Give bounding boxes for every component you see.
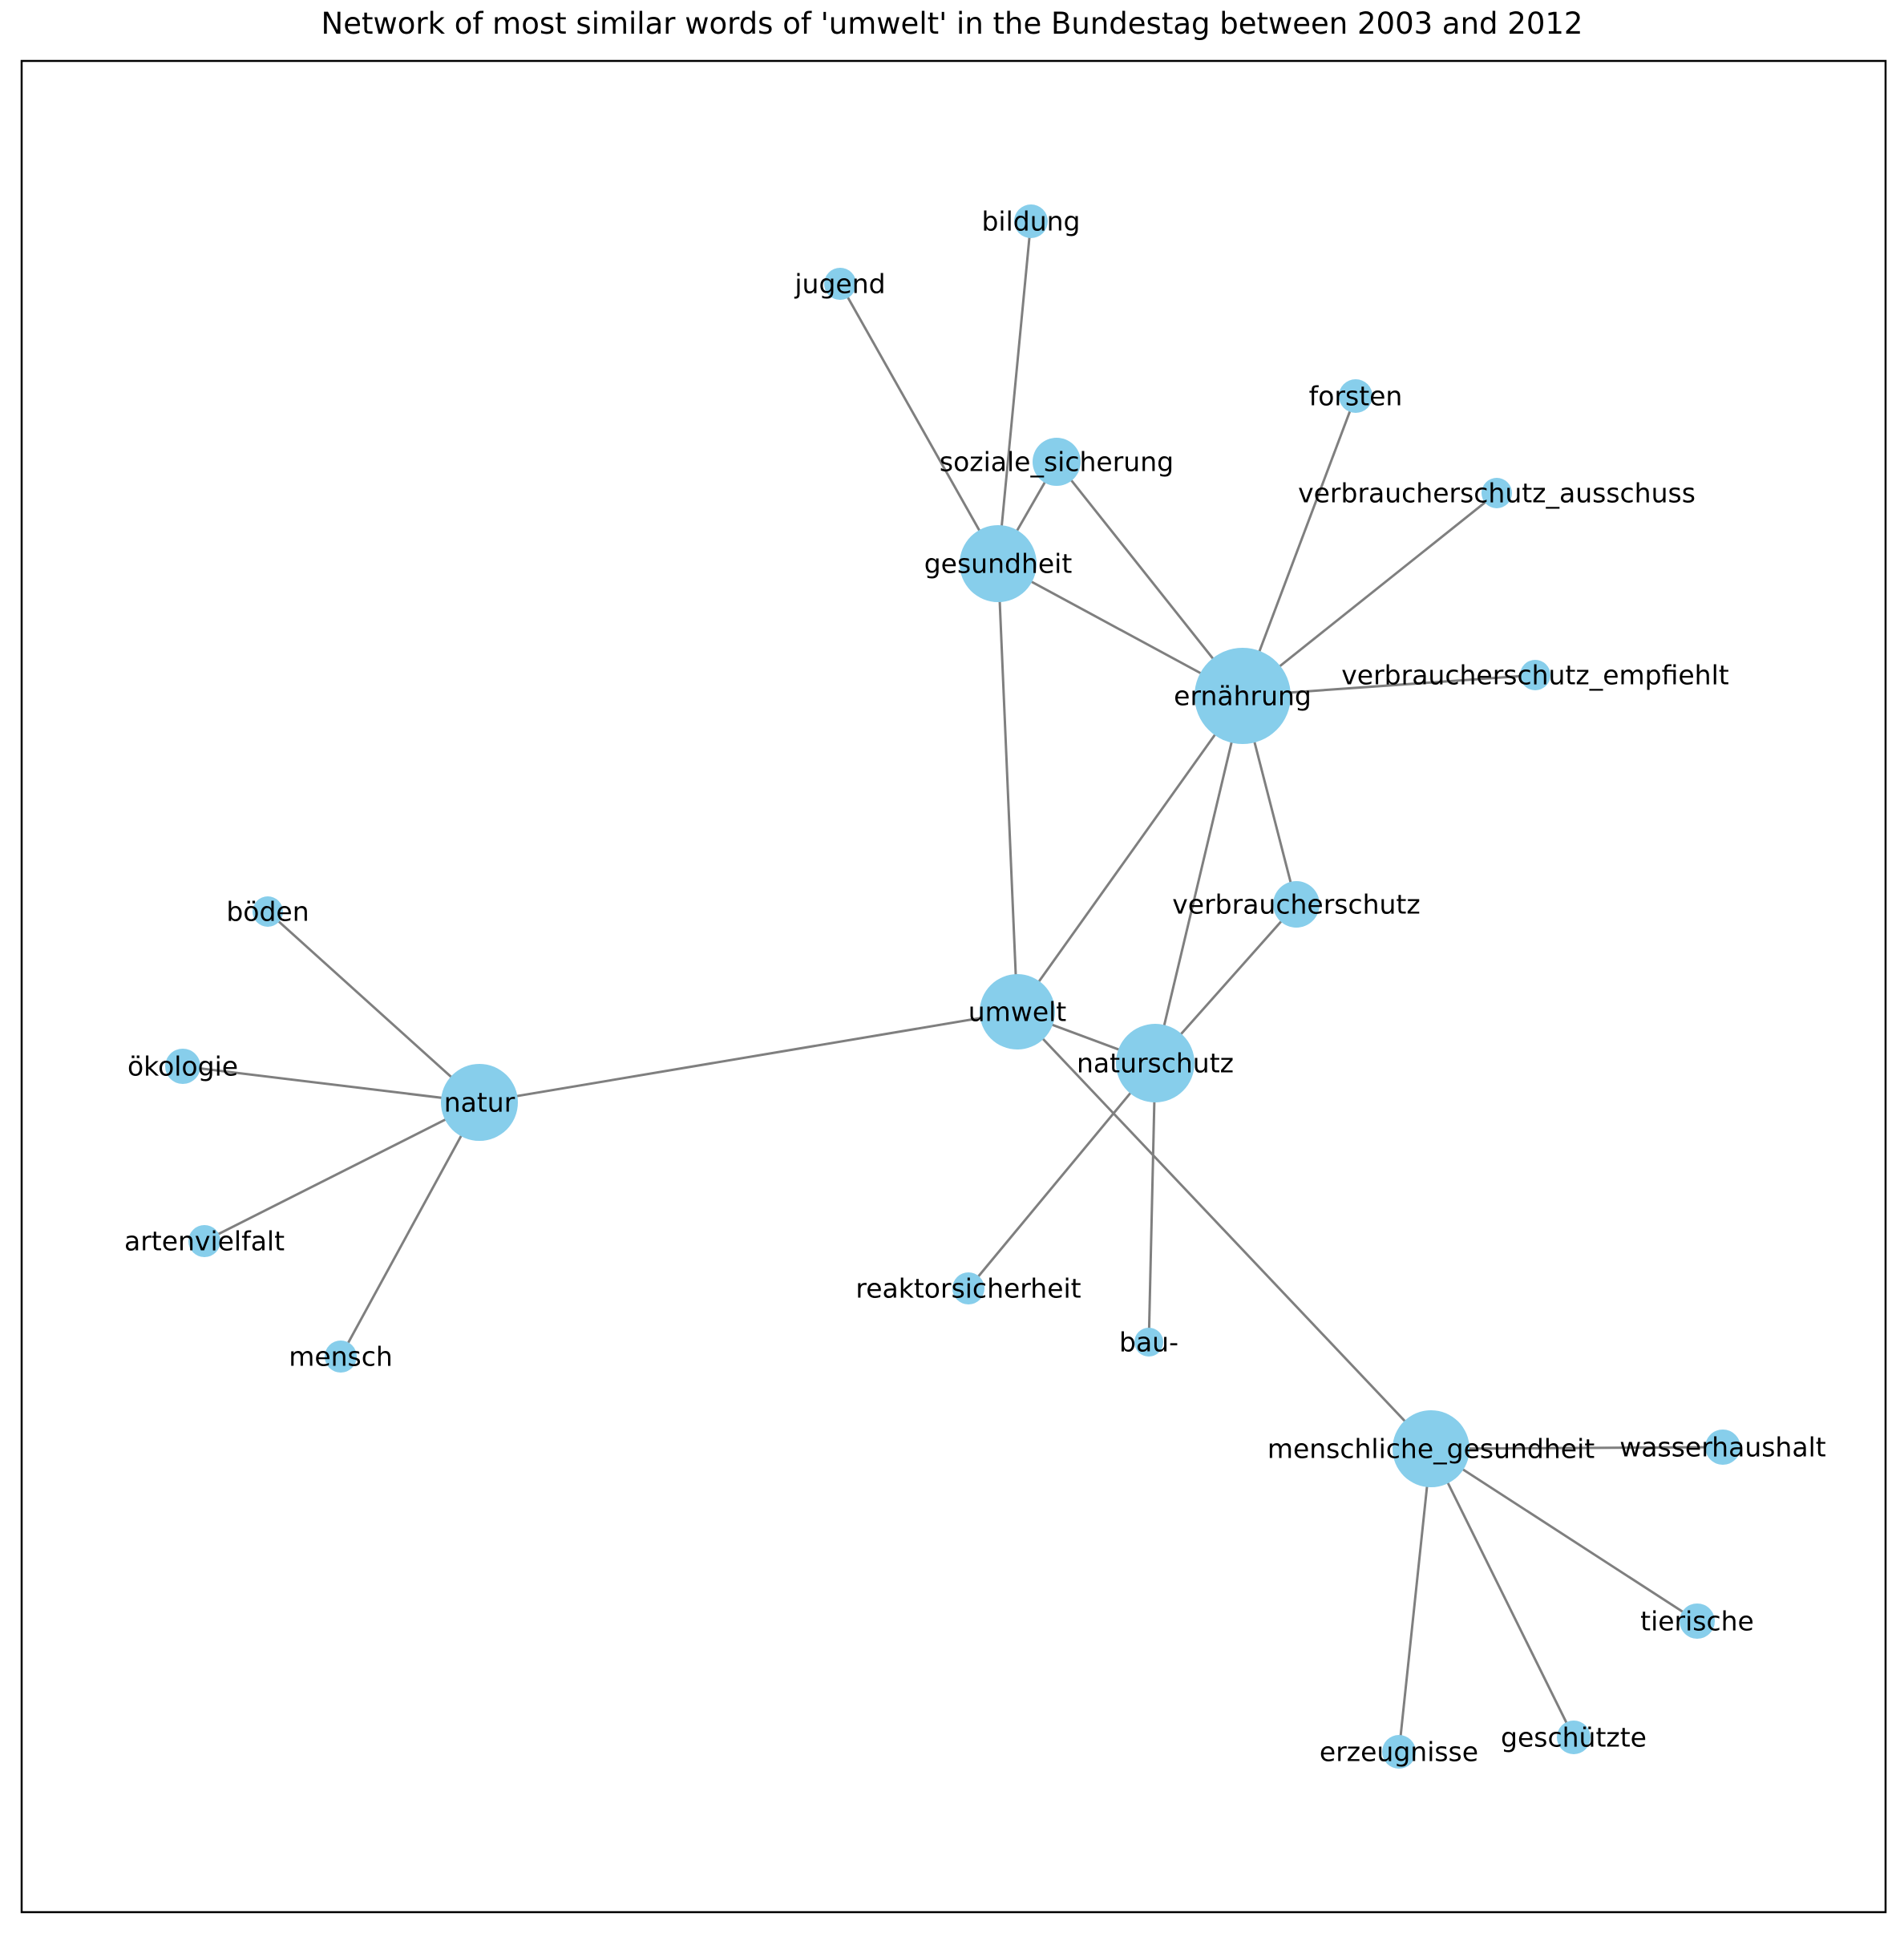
graph-edge-umwelt--menschliche_gesundheit xyxy=(1016,1010,1433,1450)
graph-node-erzeugnisse xyxy=(1382,1735,1416,1769)
graph-node-reaktorsicherheit xyxy=(952,1272,984,1304)
graph-node-verbraucherschutz_ausschuss xyxy=(1482,478,1512,508)
graph-edge-gesundheit--umwelt xyxy=(996,563,1019,1013)
graph-node-label-boeden: böden xyxy=(226,896,309,928)
graph-node-label-naturschutz: naturschutz xyxy=(1077,1048,1234,1079)
graph-node-label-geschuetzte: geschützte xyxy=(1501,1722,1647,1753)
graph-node-verbraucherschutz xyxy=(1273,881,1320,928)
graph-node-umwelt xyxy=(980,974,1055,1049)
graph-node-wasserhaushalt xyxy=(1705,1430,1740,1465)
graph-node-label-soziale_sicherung: soziale_sicherung xyxy=(940,447,1174,478)
graph-node-label-verbraucherschutz_ausschuss: verbraucherschutz_ausschuss xyxy=(1298,478,1696,509)
graph-node-bildung xyxy=(1014,204,1048,238)
graph-node-label-bau-: bau- xyxy=(1119,1327,1178,1358)
graph-edge-natur--boeden xyxy=(266,910,481,1104)
graph-node-label-menschliche_gesundheit: menschliche_gesundheit xyxy=(1267,1434,1595,1465)
graph-edge-umwelt--natur xyxy=(479,1010,1018,1104)
graph-edge-ernaehrung--umwelt xyxy=(1016,695,1244,1013)
graph-edge-ernaehrung--naturschutz xyxy=(1154,695,1244,1064)
graph-edge-verbraucherschutz_ausschuss--ernaehrung xyxy=(1242,491,1498,698)
graph-node-label-gesundheit: gesundheit xyxy=(924,548,1073,580)
graph-node-ernaehrung xyxy=(1195,648,1291,744)
graph-node-label-wasserhaushalt: wasserhaushalt xyxy=(1619,1432,1825,1463)
plot-border xyxy=(20,59,1887,1914)
graph-edge-natur--mensch xyxy=(339,1102,481,1357)
graph-node-label-bildung: bildung xyxy=(981,206,1080,237)
graph-node-label-ernaehrung: ernährung xyxy=(1174,681,1312,712)
graph-edge-verbraucherschutz_empfiehlt--ernaehrung xyxy=(1242,673,1536,698)
graph-node-jugend xyxy=(824,268,856,300)
graph-node-boeden xyxy=(253,896,283,927)
graph-node-label-verbraucherschutz_empfiehlt: verbraucherschutz_empfiehlt xyxy=(1341,660,1728,691)
graph-edge-menschliche_gesundheit--wasserhaushalt xyxy=(1430,1446,1724,1450)
graph-node-gesundheit xyxy=(960,525,1037,602)
graph-node-label-tierische: tierische xyxy=(1640,1606,1754,1637)
graph-edge-forsten--ernaehrung xyxy=(1241,395,1357,697)
graph-edge-natur--artenvielfalt xyxy=(204,1101,480,1243)
graph-node-label-verbraucherschutz: verbraucherschutz xyxy=(1172,889,1420,920)
graph-edge-naturschutz--bau- xyxy=(1147,1062,1157,1343)
graph-edge-menschliche_gesundheit--tierische xyxy=(1430,1447,1698,1623)
graph-edge-bildung--gesundheit xyxy=(996,220,1033,564)
chart-title: Network of most similar words of 'umwelt… xyxy=(321,6,1583,41)
graph-node-naturschutz xyxy=(1116,1024,1195,1102)
graph-node-artenvielfalt xyxy=(188,1225,220,1257)
graph-edge-soziale_sicherung--ernaehrung xyxy=(1055,461,1244,697)
graph-edge-naturschutz--reaktorsicherheit xyxy=(967,1062,1157,1289)
graph-node-natur xyxy=(441,1064,518,1141)
graph-node-label-oekologie: ökologie xyxy=(127,1051,238,1082)
graph-node-soziale_sicherung xyxy=(1033,438,1081,486)
graph-node-geschuetzte xyxy=(1557,1721,1591,1754)
graph-edge-menschliche_gesundheit--geschuetzte xyxy=(1429,1448,1575,1738)
graph-node-label-umwelt: umwelt xyxy=(968,997,1067,1028)
graph-node-verbraucherschutz_empfiehlt xyxy=(1520,660,1550,690)
graph-node-label-natur: natur xyxy=(444,1087,515,1118)
graph-node-forsten xyxy=(1339,379,1372,413)
graph-node-mensch xyxy=(325,1341,357,1373)
graph-node-label-forsten: forsten xyxy=(1309,381,1403,412)
graph-node-label-mensch: mensch xyxy=(289,1341,393,1373)
graph-node-label-erzeugnisse: erzeugnisse xyxy=(1320,1737,1478,1768)
graph-edge-natur--oekologie xyxy=(182,1065,480,1104)
graph-node-label-artenvielfalt: artenvielfalt xyxy=(124,1226,285,1257)
graph-node-menschliche_gesundheit xyxy=(1393,1410,1469,1487)
graph-node-tierische xyxy=(1680,1603,1715,1639)
graph-edge-menschliche_gesundheit--erzeugnisse xyxy=(1397,1448,1433,1753)
graph-node-bau- xyxy=(1134,1328,1163,1357)
graph-node-oekologie xyxy=(165,1049,200,1084)
graph-node-label-reaktorsicherheit: reaktorsicherheit xyxy=(855,1273,1081,1304)
graph-node-label-jugend: jugend xyxy=(794,269,885,300)
graph-edge-jugend--gesundheit xyxy=(839,283,1000,564)
